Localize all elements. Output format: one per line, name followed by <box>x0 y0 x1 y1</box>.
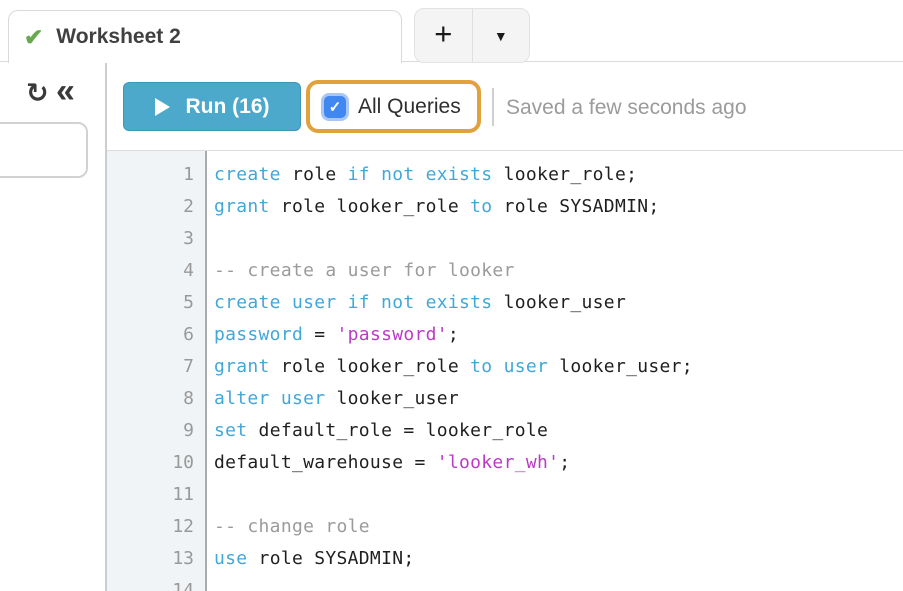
code-line[interactable] <box>214 223 903 255</box>
code-token-plain: looker_user; <box>548 356 693 377</box>
code-token-keyword: create user if not exists <box>214 292 493 313</box>
code-line[interactable]: set default_role = looker_role <box>214 415 903 447</box>
play-icon <box>154 97 170 116</box>
code-token-comment: -- create a user for looker <box>214 260 515 281</box>
code-line[interactable]: grant role looker_role to user looker_us… <box>214 351 903 383</box>
line-number: 12 <box>172 516 194 537</box>
line-number: 7 <box>183 356 194 377</box>
tab-title: Worksheet 2 <box>56 25 181 48</box>
run-button[interactable]: Run (16) <box>123 82 301 131</box>
code-token-plain: default_role = looker_role <box>247 420 549 441</box>
line-number: 14 <box>172 580 194 591</box>
line-number: 9 <box>183 420 194 441</box>
code-line[interactable]: -- change role <box>214 511 903 543</box>
all-queries-highlight: ✓ All Queries <box>306 80 481 133</box>
code-token-plain: = <box>303 324 337 345</box>
checkbox-check-icon: ✓ <box>324 95 346 118</box>
code-token-plain: role <box>280 164 348 185</box>
line-number: 13 <box>172 548 194 569</box>
line-number: 10 <box>172 452 194 473</box>
check-icon: ✔ <box>24 23 44 50</box>
code-token-keyword: set <box>214 420 248 441</box>
line-number: 5 <box>183 292 194 313</box>
tab-actions-group: + ▼ <box>414 8 530 63</box>
caret-down-icon: ▼ <box>493 27 508 44</box>
code-token-keyword: to <box>470 196 493 217</box>
code-token-plain: ; <box>447 324 460 345</box>
tab-worksheet-2[interactable]: ✔ Worksheet 2 <box>8 10 402 63</box>
code-token-keyword: if not exists <box>347 164 493 185</box>
refresh-icon: ↻ <box>26 78 49 109</box>
code-token-keyword: use <box>214 548 248 569</box>
code-line[interactable] <box>214 479 903 511</box>
line-number: 1 <box>183 164 194 185</box>
new-worksheet-button[interactable]: + <box>415 9 473 62</box>
toolbar-divider <box>492 88 494 126</box>
code-token-plain: role SYSADMIN; <box>247 548 415 569</box>
worksheet-menu-button[interactable]: ▼ <box>473 9 530 62</box>
code-token-string: 'password' <box>336 324 448 345</box>
code-token-comment: -- change role <box>214 516 370 537</box>
all-queries-checkbox[interactable]: ✓ <box>321 92 349 121</box>
code-line[interactable]: password = 'password'; <box>214 319 903 351</box>
saved-status: Saved a few seconds ago <box>506 96 747 119</box>
line-number: 8 <box>183 388 194 409</box>
code-line[interactable]: alter user looker_user <box>214 383 903 415</box>
line-number: 11 <box>172 484 194 505</box>
code-line[interactable]: -- create a user for looker <box>214 255 903 287</box>
sidebar-panel <box>0 122 88 178</box>
code-token-keyword: grant <box>214 196 270 217</box>
refresh-button[interactable]: ↻ <box>26 80 49 107</box>
code-token-keyword: create <box>214 164 281 185</box>
plus-icon: + <box>434 16 453 51</box>
code-line[interactable]: create user if not exists looker_user <box>214 287 903 319</box>
code-token-plain: looker_user <box>325 388 460 409</box>
run-button-label: Run (16) <box>185 94 270 118</box>
collapse-sidebar-button[interactable]: « <box>56 72 75 110</box>
code-token-plain: ; <box>559 452 571 473</box>
line-number: 4 <box>183 260 194 281</box>
code-token-keyword: password <box>214 324 304 345</box>
line-number: 2 <box>183 196 194 217</box>
code-line[interactable] <box>214 575 903 591</box>
sidebar-divider <box>105 62 107 591</box>
all-queries-label: All Queries <box>358 94 461 118</box>
code-token-plain: role looker_role <box>269 196 471 217</box>
code-token-string: 'looker_wh' <box>436 452 560 473</box>
code-token-keyword: to user <box>470 356 549 377</box>
code-token-keyword: alter user <box>214 388 326 409</box>
code-line[interactable]: create role if not exists looker_role; <box>214 159 903 191</box>
code-token-plain: default_warehouse = <box>214 452 437 473</box>
code-lines[interactable]: create role if not exists looker_role;gr… <box>207 151 903 591</box>
line-number: 3 <box>183 228 194 249</box>
code-line[interactable]: default_warehouse = 'looker_wh'; <box>214 447 903 479</box>
code-token-plain: looker_user <box>492 292 627 313</box>
code-token-plain: looker_role; <box>492 164 638 185</box>
code-line[interactable]: use role SYSADMIN; <box>214 543 903 575</box>
code-token-plain: role looker_role <box>269 356 471 377</box>
code-token-keyword: grant <box>214 356 270 377</box>
line-number: 6 <box>183 324 194 345</box>
double-chevron-left-icon: « <box>56 72 75 110</box>
code-token-plain: role SYSADMIN; <box>492 196 660 217</box>
code-line[interactable]: grant role looker_role to role SYSADMIN; <box>214 191 903 223</box>
